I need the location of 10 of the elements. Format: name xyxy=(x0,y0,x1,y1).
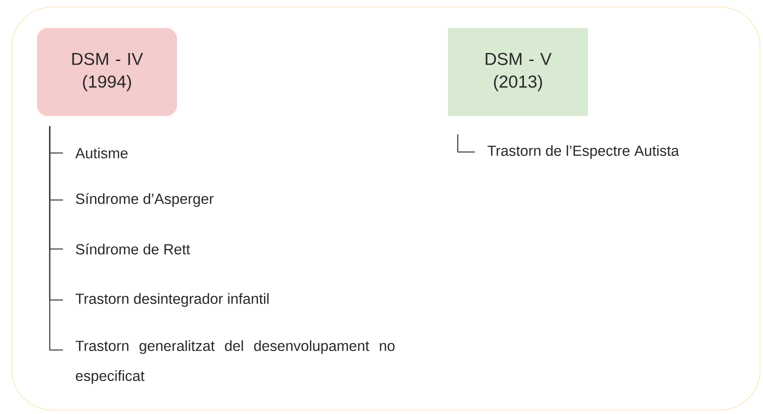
tree-connector xyxy=(49,126,63,351)
list-item: Síndrome d’Asperger xyxy=(76,193,214,207)
tree-connector xyxy=(457,134,475,153)
list-item: Trastorn generalitzat del desenvolupament no especificat xyxy=(76,340,395,384)
list-item: Síndrome de Rett xyxy=(76,244,190,254)
list-item: Autisme xyxy=(75,148,128,158)
list-item: Trastorn desintegrador infantil xyxy=(76,293,269,307)
header-box: DSM - IV (1994) xyxy=(37,28,177,116)
header-box: DSM - V (2013) xyxy=(448,28,588,116)
list-item: Trastorn de l’Espectre Autista xyxy=(488,145,680,159)
